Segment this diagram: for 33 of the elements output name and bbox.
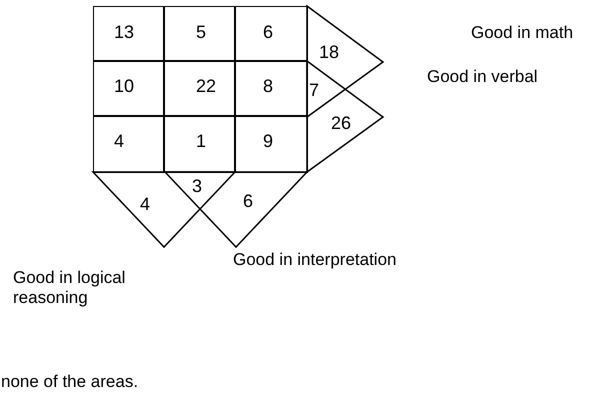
- grid-cell: [163, 115, 236, 173]
- count-number: 22: [196, 76, 216, 96]
- count-number: 10: [114, 76, 134, 96]
- grid-cell: [93, 115, 165, 173]
- note-text: none of the areas.: [1, 372, 138, 392]
- count-number: 5: [196, 22, 206, 42]
- grid-cell: [234, 6, 308, 62]
- region-label: Good in math: [471, 23, 574, 43]
- region-label: Good in interpretation: [233, 250, 398, 270]
- count-number: 8: [263, 76, 274, 96]
- grid-cell: [234, 60, 308, 117]
- count-number: 18: [319, 42, 340, 62]
- count-number: 6: [243, 191, 254, 211]
- count-number: 13: [114, 22, 134, 42]
- count-number: 26: [331, 113, 352, 133]
- count-number: 4: [140, 194, 150, 214]
- count-number: 7: [309, 80, 320, 100]
- region-label: Good in logical reasoning: [13, 268, 126, 308]
- grid-cell: [163, 6, 236, 62]
- grid-cell: [93, 6, 165, 62]
- triangle-region: [307, 6, 384, 118]
- count-number: 4: [114, 131, 124, 151]
- grid-cell: [163, 60, 236, 117]
- count-number: 9: [263, 131, 274, 151]
- triangle-region: [307, 61, 384, 173]
- triangle-region: [92, 172, 237, 248]
- region-label: Good in verbal: [427, 67, 539, 87]
- count-number: 1: [196, 131, 206, 151]
- triangle-region: [164, 172, 309, 248]
- grid-cell: [93, 60, 165, 117]
- count-number: 6: [263, 22, 274, 42]
- grid-cell: [234, 115, 308, 173]
- count-number: 3: [192, 176, 202, 196]
